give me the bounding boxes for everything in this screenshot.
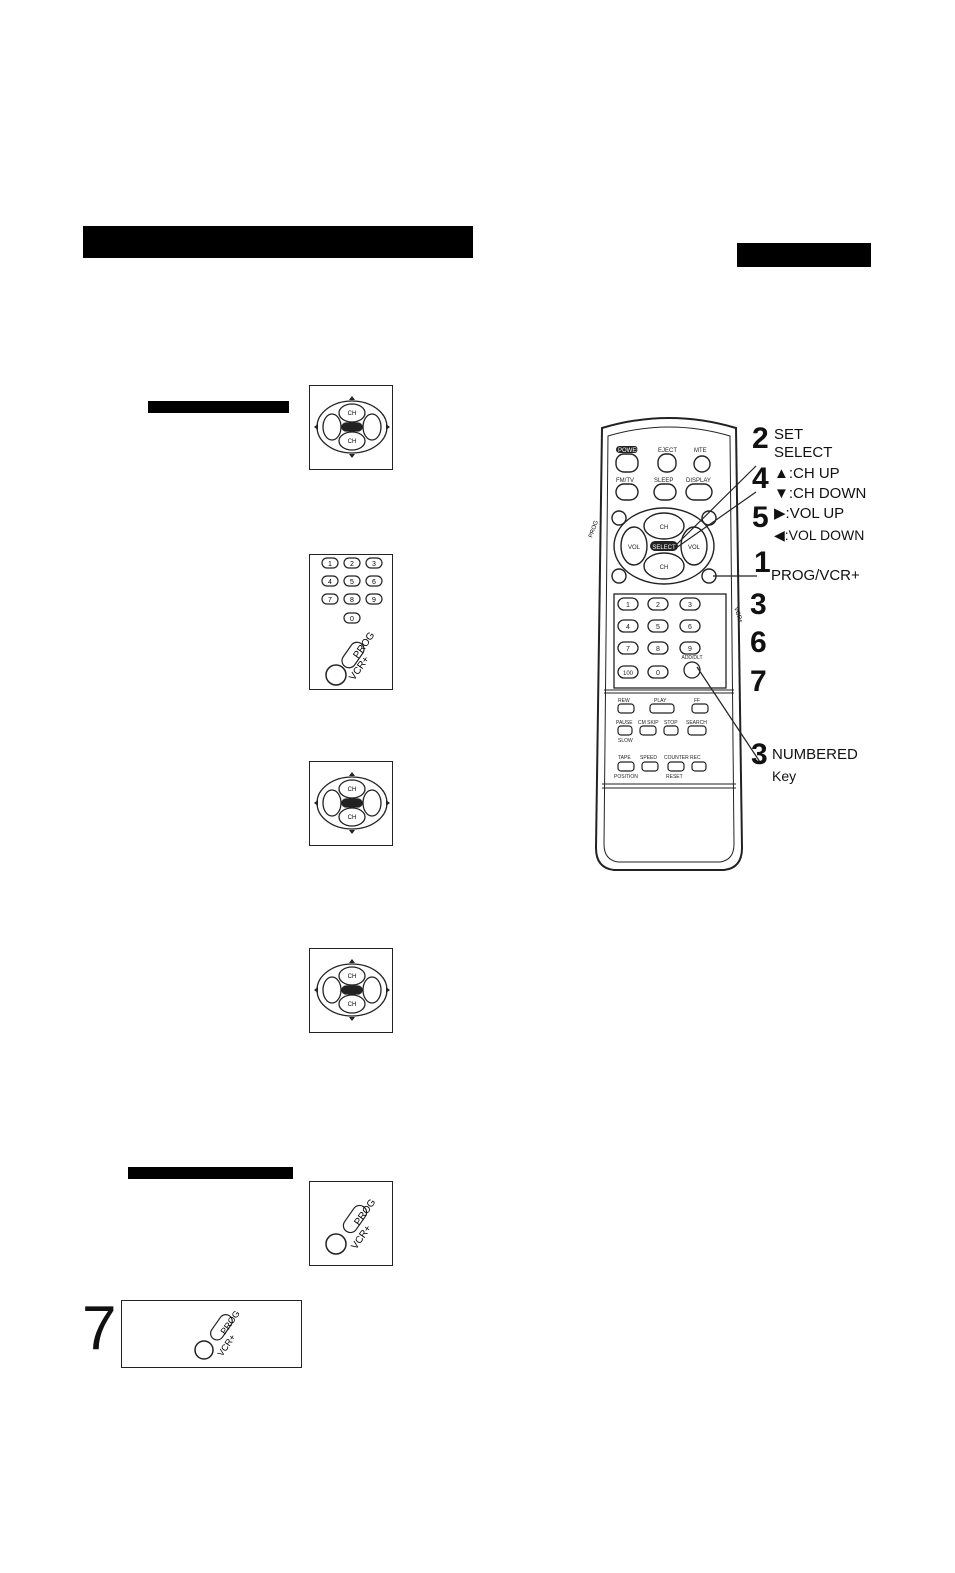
svg-text:FM/TV: FM/TV xyxy=(616,478,634,484)
svg-text:4: 4 xyxy=(328,579,332,586)
step-thumbnail-joystick-1: CH CH xyxy=(309,385,393,470)
callout-label: Key xyxy=(772,768,797,784)
svg-text:REC: REC xyxy=(690,755,701,761)
callout-number: 1 xyxy=(754,546,771,579)
step-7-prog-box: PROG VCR+ xyxy=(121,1300,302,1368)
svg-text:CH: CH xyxy=(348,815,357,821)
svg-text:CH: CH xyxy=(348,439,357,445)
joystick-icon: CH CH xyxy=(314,772,390,834)
svg-text:8: 8 xyxy=(656,646,660,653)
callout-number: 3 xyxy=(750,588,767,621)
svg-text:POWER: POWER xyxy=(618,448,641,454)
svg-text:8: 8 xyxy=(350,597,354,604)
callout-label: NUMBERED xyxy=(772,746,858,763)
callout-number: 5 xyxy=(752,501,769,534)
joystick-icon: CH CH xyxy=(314,396,390,458)
step-number-7: 7 xyxy=(82,1294,117,1363)
svg-text:RESET: RESET xyxy=(666,774,683,780)
svg-text:VCR+: VCR+ xyxy=(732,607,743,625)
svg-text:CH: CH xyxy=(348,1002,357,1008)
callout-label: ◀:VOL DOWN xyxy=(774,527,865,543)
svg-text:SLEEP: SLEEP xyxy=(654,478,673,484)
svg-text:VOL: VOL xyxy=(688,545,701,551)
svg-text:3: 3 xyxy=(372,561,376,568)
callout-number: 2 xyxy=(752,422,769,455)
step-thumbnail-joystick-2: CH CH xyxy=(309,761,393,846)
prog-vcr-plus-icon: PROG VCR+ xyxy=(325,1197,378,1255)
svg-text:7: 7 xyxy=(626,646,630,653)
svg-text:EJECT: EJECT xyxy=(658,448,677,454)
redacted-step-heading-1 xyxy=(148,401,289,413)
svg-text:FF: FF xyxy=(694,698,700,704)
callout-label: SET xyxy=(774,426,804,443)
callout-label: SELECT xyxy=(774,444,833,461)
svg-text:3: 3 xyxy=(688,602,692,609)
svg-text:CH: CH xyxy=(348,787,357,793)
svg-text:COUNTER: COUNTER xyxy=(664,755,689,761)
step-thumbnail-prog: PROG VCR+ xyxy=(309,1181,393,1266)
redacted-page-header xyxy=(737,243,871,267)
svg-text:5: 5 xyxy=(350,579,354,586)
svg-text:TAPE: TAPE xyxy=(618,755,631,761)
svg-text:SLOW: SLOW xyxy=(618,738,633,744)
svg-text:2: 2 xyxy=(656,602,660,609)
svg-text:PLAY: PLAY xyxy=(654,698,667,704)
svg-text:6: 6 xyxy=(372,579,376,586)
svg-text:5: 5 xyxy=(656,624,660,631)
callout-label: ▼:CH DOWN xyxy=(774,485,867,502)
svg-text:PROG: PROG xyxy=(588,520,600,539)
step-thumbnail-joystick-3: CH CH xyxy=(309,948,393,1033)
svg-text:1: 1 xyxy=(626,602,630,609)
svg-text:REW: REW xyxy=(618,698,630,704)
svg-text:PAUSE: PAUSE xyxy=(616,720,633,726)
prog-vcr-plus-icon: PROG VCR+ xyxy=(194,1309,242,1360)
redacted-step-heading-2 xyxy=(128,1167,293,1179)
svg-text:7: 7 xyxy=(328,597,332,604)
svg-text:9: 9 xyxy=(372,597,376,604)
svg-text:DISPLAY: DISPLAY xyxy=(686,478,711,484)
svg-text:0: 0 xyxy=(656,670,660,677)
svg-text:SPEED: SPEED xyxy=(640,755,657,761)
callout-number: 4 xyxy=(752,462,769,495)
svg-text:100: 100 xyxy=(623,671,634,677)
callout-label: ▶:VOL UP xyxy=(774,505,845,522)
svg-text:MTE: MTE xyxy=(694,448,707,454)
redacted-section-title xyxy=(83,226,473,258)
callout-label: PROG/VCR+ xyxy=(771,567,860,584)
svg-text:SELECT: SELECT xyxy=(652,545,676,551)
remote-control-illustration: POWER EJECT MTE FM/TV SLEEP DISPLAY CH C… xyxy=(584,408,754,873)
svg-text:CH: CH xyxy=(660,565,669,571)
joystick-icon: CH CH xyxy=(314,959,390,1021)
callout-number: 6 xyxy=(750,626,767,659)
callout-number: 3 xyxy=(751,738,768,771)
svg-text:6: 6 xyxy=(688,624,692,631)
svg-text:4: 4 xyxy=(626,624,630,631)
svg-text:CH: CH xyxy=(348,411,357,417)
svg-text:2: 2 xyxy=(350,561,354,568)
svg-text:CH: CH xyxy=(660,525,669,531)
svg-text:SEARCH: SEARCH xyxy=(686,720,707,726)
svg-text:9: 9 xyxy=(688,646,692,653)
callout-label: ▲:CH UP xyxy=(774,465,840,482)
svg-text:POSITION: POSITION xyxy=(614,774,638,780)
svg-text:1: 1 xyxy=(328,561,332,568)
svg-text:CM SKIP: CM SKIP xyxy=(638,720,659,726)
callout-number: 7 xyxy=(750,665,767,698)
svg-text:ADD/DLT: ADD/DLT xyxy=(681,655,702,661)
svg-text:0: 0 xyxy=(350,616,354,623)
svg-text:VOL: VOL xyxy=(628,545,641,551)
remote-control-icon: POWER EJECT MTE FM/TV SLEEP DISPLAY CH C… xyxy=(588,417,743,871)
svg-text:STOP: STOP xyxy=(664,720,678,726)
svg-text:CH: CH xyxy=(348,974,357,980)
